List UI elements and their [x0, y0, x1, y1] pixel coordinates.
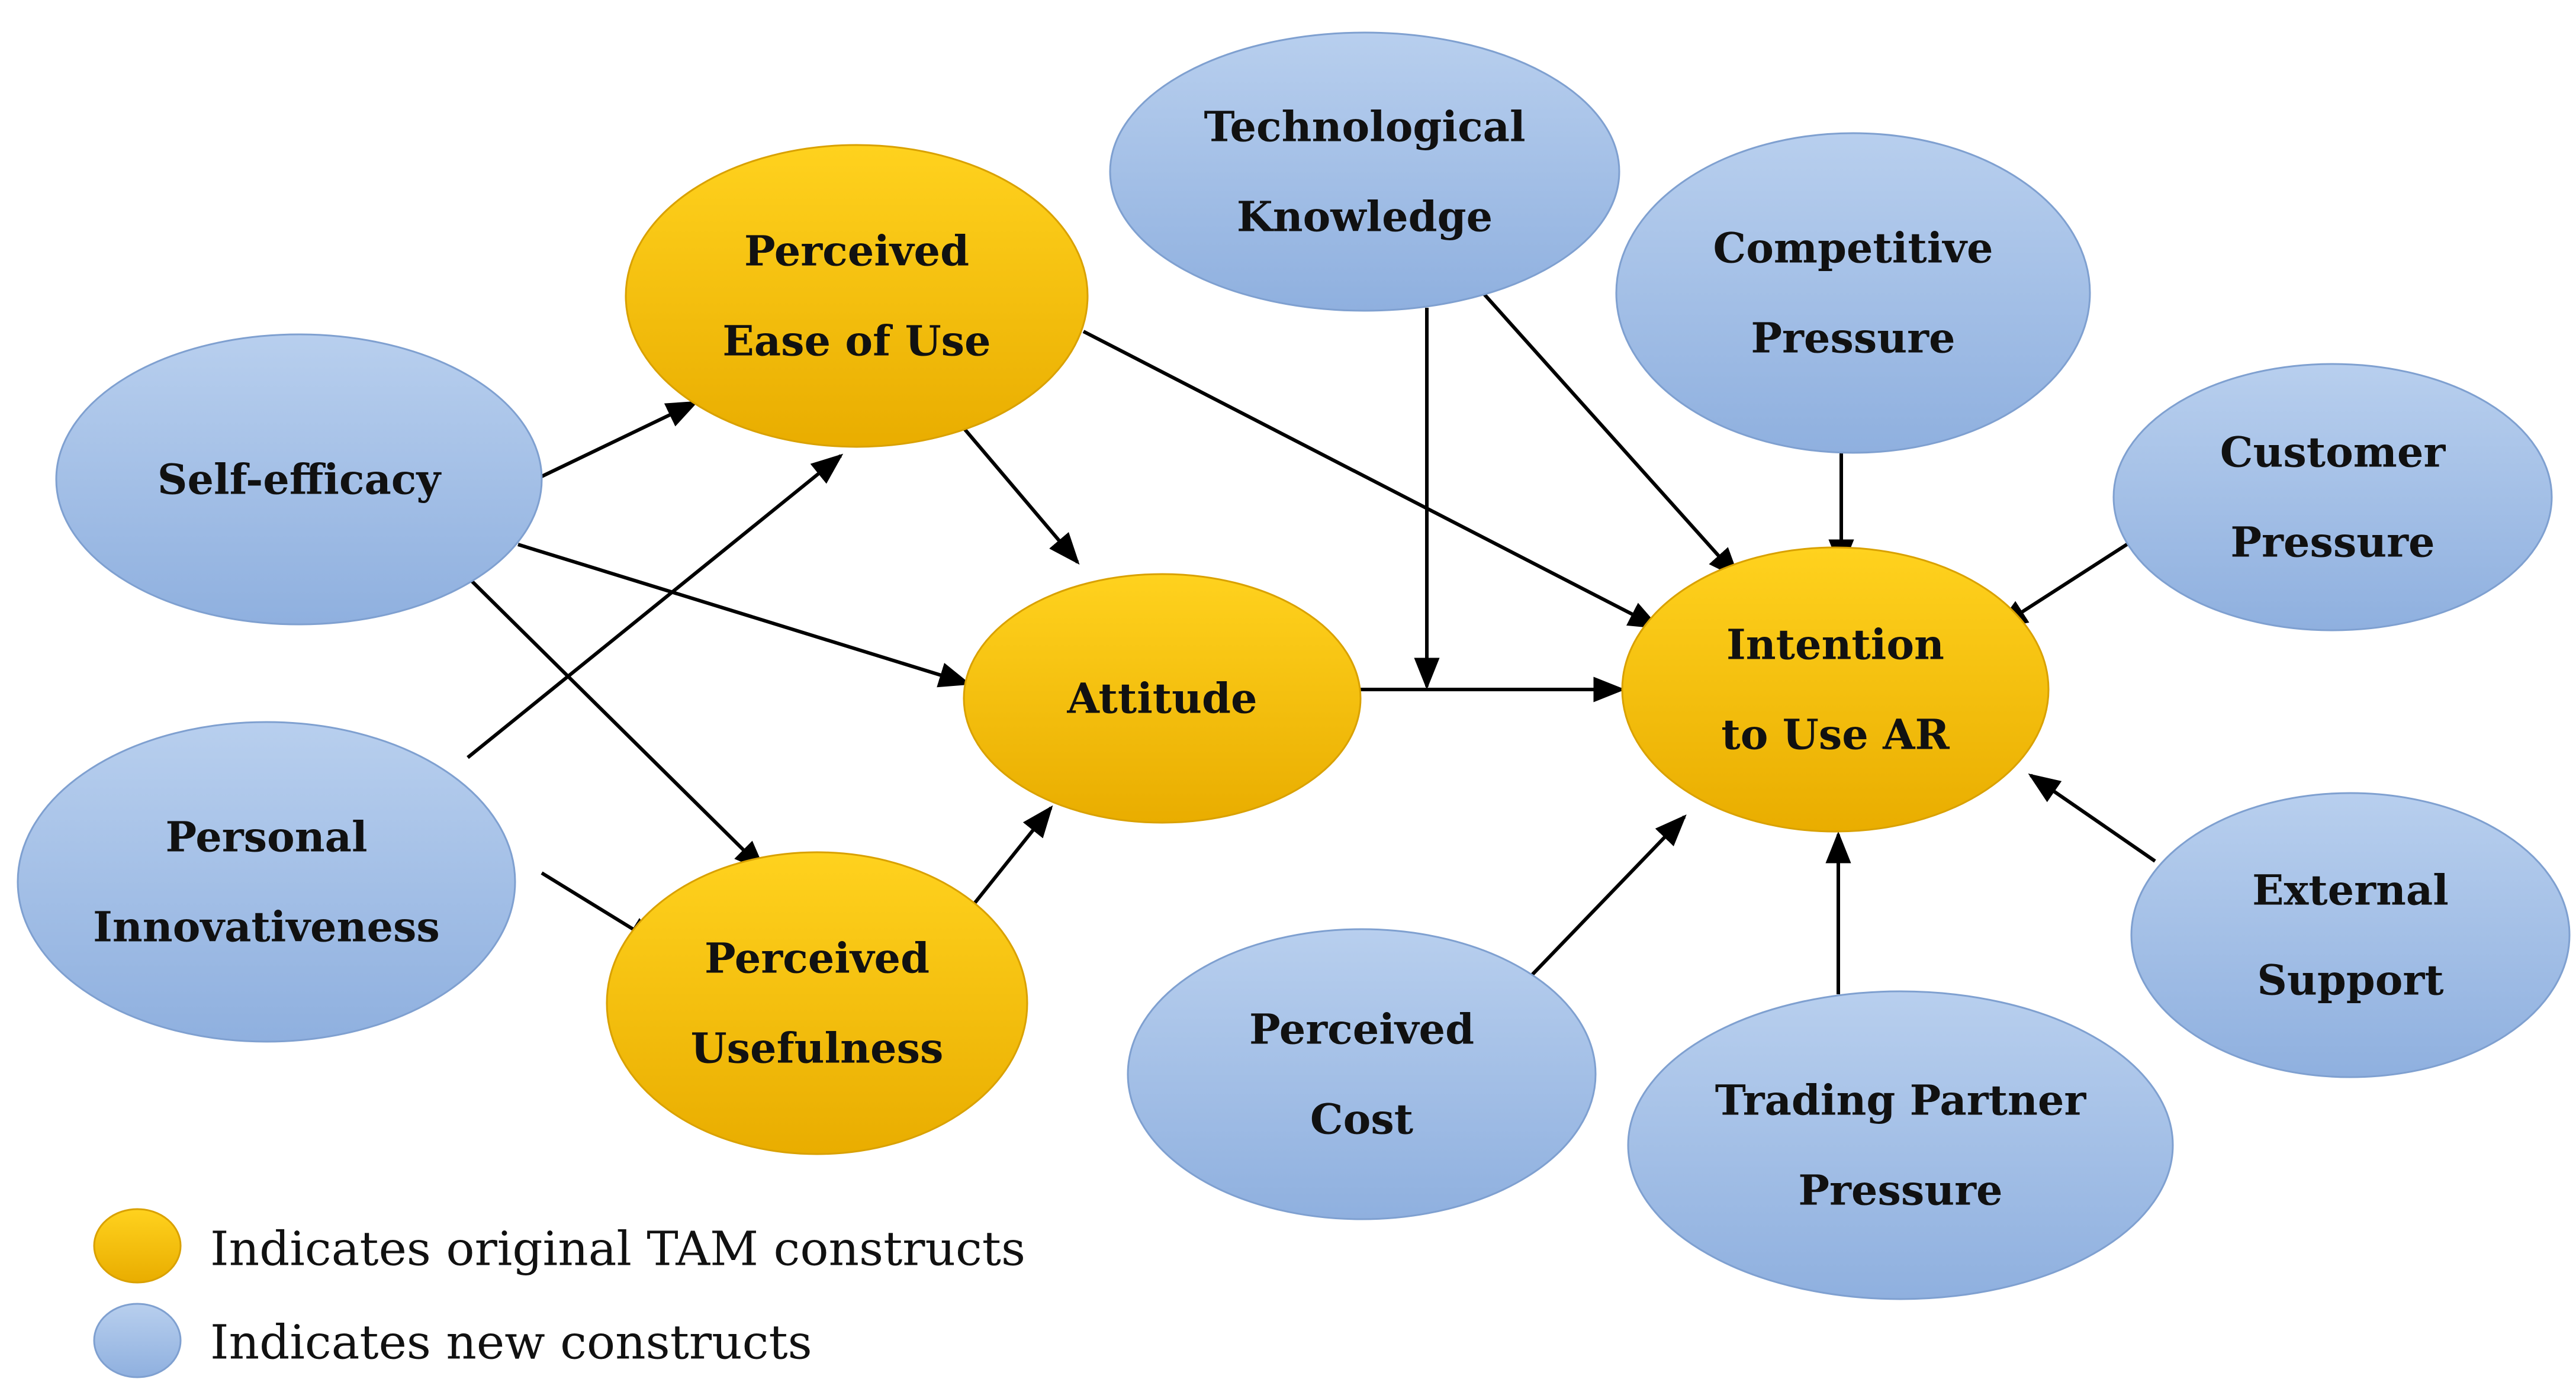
node-intention: Intention to Use AR	[1621, 546, 2050, 833]
legend-swatch-original	[93, 1208, 182, 1284]
legend-label: Indicates new constructs	[210, 1315, 812, 1370]
node-label-line: Technological	[1204, 102, 1525, 152]
node-label-line: Competitive	[1713, 224, 1993, 273]
new-construct-ellipse	[2130, 792, 2571, 1078]
node-label-line: Ease of Use	[722, 317, 990, 366]
legend: Indicates original TAM constructsIndicat…	[93, 1208, 1025, 1378]
node-attitude: Attitude	[963, 573, 1362, 824]
original-construct-ellipse	[625, 144, 1089, 448]
node-label-line: Intention	[1726, 620, 1944, 669]
node-label-line: Usefulness	[691, 1024, 944, 1073]
node-label-line: Support	[2257, 956, 2443, 1005]
arrow-pu-to-attitude	[966, 805, 1053, 913]
original-construct-ellipse	[606, 851, 1028, 1155]
node-label-line: Cost	[1310, 1095, 1413, 1144]
original-construct-ellipse	[963, 573, 1362, 824]
node-label-line: Pressure	[1798, 1166, 2002, 1215]
new-construct-ellipse	[55, 333, 543, 626]
node-label-line: Innovativeness	[93, 903, 440, 952]
arrow-personal_innov-to-peou	[467, 453, 844, 759]
arrow-perceived_cost-to-intention	[1529, 814, 1687, 978]
arrow-cust_pressure-to-intention	[1995, 540, 2133, 629]
arrow-self_efficacy-to-attitude	[517, 543, 972, 688]
node-label-line: Customer	[2220, 428, 2446, 477]
node-label-line: Perceived	[1249, 1005, 1474, 1054]
arrow-self_efficacy-to-pu	[469, 578, 766, 872]
legend-item-new: Indicates new constructs	[93, 1303, 812, 1378]
node-label-line: Personal	[165, 813, 367, 862]
node-self-efficacy: Self-efficacy	[55, 333, 543, 626]
original-construct-ellipse	[1621, 546, 2050, 833]
arrow-tech_knowledge-to-intention	[1481, 291, 1740, 580]
arrow-peou-to-intention	[1082, 330, 1661, 629]
new-construct-ellipse	[1127, 928, 1597, 1220]
arrow-self_efficacy-to-peou	[541, 401, 699, 478]
node-label-line: Pressure	[2230, 518, 2435, 567]
node-label-line: Perceived	[705, 934, 930, 983]
node-label-line: Attitude	[1066, 674, 1257, 723]
new-construct-ellipse	[1615, 132, 2091, 454]
node-label-line: Pressure	[1751, 314, 1955, 363]
edges-layer	[467, 291, 2156, 994]
new-construct-ellipse	[2112, 363, 2553, 631]
node-label-line: to Use AR	[1721, 710, 1950, 759]
node-label-line: Self-efficacy	[157, 455, 442, 504]
arrow-external_support-to-intention	[2028, 773, 2156, 863]
legend-swatch-new	[93, 1303, 182, 1378]
node-label-line: Trading Partner	[1715, 1076, 2087, 1125]
node-label-line: Perceived	[744, 227, 969, 276]
legend-label: Indicates original TAM constructs	[210, 1222, 1025, 1277]
new-construct-ellipse	[1109, 31, 1620, 312]
node-label-line: Knowledge	[1237, 192, 1493, 241]
legend-item-original: Indicates original TAM constructs	[93, 1208, 1025, 1284]
new-construct-ellipse	[17, 721, 516, 1043]
node-label-line: External	[2252, 866, 2449, 915]
new-construct-ellipse	[1627, 990, 2174, 1300]
arrow-peou-to-attitude	[960, 425, 1080, 565]
